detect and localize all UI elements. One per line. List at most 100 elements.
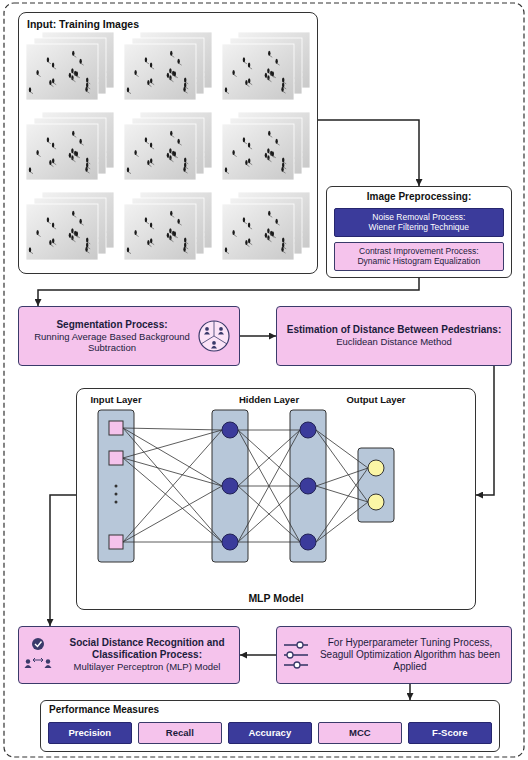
person-body xyxy=(204,332,210,335)
network-wire xyxy=(238,430,300,486)
node-text: Wiener Filtering Technique xyxy=(369,222,469,232)
node-text: Precision xyxy=(68,727,111,738)
network-wire xyxy=(123,430,222,542)
pedestrian xyxy=(36,70,38,75)
pedestrian xyxy=(174,231,176,236)
pedestrian xyxy=(86,242,88,247)
network-wire xyxy=(316,468,368,486)
slider-icon xyxy=(284,642,308,668)
hidden-neuron xyxy=(222,478,238,494)
pedestrian xyxy=(147,80,149,85)
pedestrian xyxy=(72,131,74,136)
metrics-panel: Performance MeasuresPrecisionRecallAccur… xyxy=(40,700,500,752)
pedestrian xyxy=(248,223,250,228)
slider-knob xyxy=(294,662,300,668)
pedestrian xyxy=(127,167,129,172)
pedestrian xyxy=(52,78,54,83)
segmentation-icon xyxy=(199,321,229,351)
pedestrian xyxy=(281,167,283,172)
thumbnail-frame xyxy=(26,124,98,180)
pedestrian xyxy=(265,233,267,238)
pedestrian xyxy=(86,82,88,87)
thumbnail-image xyxy=(124,124,196,180)
pedestrian xyxy=(267,75,269,80)
pedestrian xyxy=(71,68,73,73)
pedestrian xyxy=(145,217,147,222)
input-neuron xyxy=(109,421,123,435)
pedestrian xyxy=(282,82,284,87)
pedestrian xyxy=(29,247,31,252)
node-text: Input: Training Images xyxy=(27,18,139,31)
pedestrian xyxy=(177,59,179,64)
pedestrian xyxy=(275,219,277,224)
pedestrian xyxy=(47,217,49,222)
icon-divider xyxy=(201,321,227,344)
pedestrian xyxy=(268,51,270,56)
pedestrian xyxy=(184,242,186,247)
pedestrian xyxy=(281,247,283,252)
pedestrian xyxy=(69,233,71,238)
process-box: Estimation of Distance Between Pedestria… xyxy=(276,306,512,366)
pedestrian xyxy=(184,82,186,87)
network-wire xyxy=(238,430,300,431)
network-wire xyxy=(316,502,368,542)
pedestrian xyxy=(248,158,250,163)
preprocessing-panel: Image Preprocessing:Noise Removal Proces… xyxy=(326,186,512,278)
metric-box: MCC xyxy=(318,722,402,744)
pedestrian xyxy=(282,237,284,242)
pedestrian xyxy=(150,223,152,228)
pedestrian xyxy=(248,63,250,68)
pedestrian xyxy=(85,247,87,252)
network-wire xyxy=(238,430,300,542)
thumbnail-frame xyxy=(124,124,196,180)
pedestrian xyxy=(268,211,270,216)
node-text: Image Preprocessing: xyxy=(367,191,471,203)
thumbnail-image xyxy=(124,204,196,260)
pedestrian xyxy=(86,77,88,82)
pedestrian xyxy=(147,160,149,165)
pedestrian xyxy=(79,139,81,144)
ellipsis-dot xyxy=(115,493,118,496)
node-text: Recall xyxy=(166,727,194,738)
network-wire xyxy=(123,428,222,542)
check-mark xyxy=(35,642,42,647)
distance-arrow xyxy=(33,658,43,662)
pedestrian xyxy=(183,247,185,252)
pedestrian xyxy=(147,240,149,245)
pedestrian xyxy=(76,151,78,156)
hidden-neuron xyxy=(300,422,316,438)
network-wire xyxy=(316,430,368,468)
pedestrian xyxy=(183,87,185,92)
pedestrian xyxy=(245,240,247,245)
pedestrian xyxy=(267,155,269,160)
thumbnail-frame xyxy=(222,204,294,260)
pedestrian xyxy=(167,153,169,158)
person-body xyxy=(45,665,52,668)
network-wire xyxy=(123,486,222,542)
pedestrian xyxy=(49,160,51,165)
node-text: Performance Measures xyxy=(49,704,159,716)
pedestrian xyxy=(150,158,152,163)
pedestrian xyxy=(134,230,136,235)
pedestrian xyxy=(267,68,269,73)
layer-label: Hidden Layer xyxy=(219,394,319,405)
pedestrian xyxy=(127,87,129,92)
pedestrian xyxy=(52,63,54,68)
network-wire xyxy=(123,428,222,486)
thumbnail-frame xyxy=(222,124,294,180)
pedestrian xyxy=(267,228,269,233)
node-text: MLP Model xyxy=(248,592,303,605)
thumbnail-image xyxy=(26,44,98,100)
hidden-neuron xyxy=(300,478,316,494)
network-wire xyxy=(123,458,222,486)
node-heading: Estimation of Distance Between Pedestria… xyxy=(287,324,502,336)
node-text: F-Score xyxy=(432,727,467,738)
pedestrian xyxy=(281,87,283,92)
pedestrian xyxy=(170,211,172,216)
pedestrian xyxy=(169,68,171,73)
pedestrian xyxy=(248,238,250,243)
pedestrian xyxy=(86,237,88,242)
hidden-neuron xyxy=(300,534,316,550)
pedestrian xyxy=(267,235,269,240)
ellipsis-dot xyxy=(115,485,118,488)
